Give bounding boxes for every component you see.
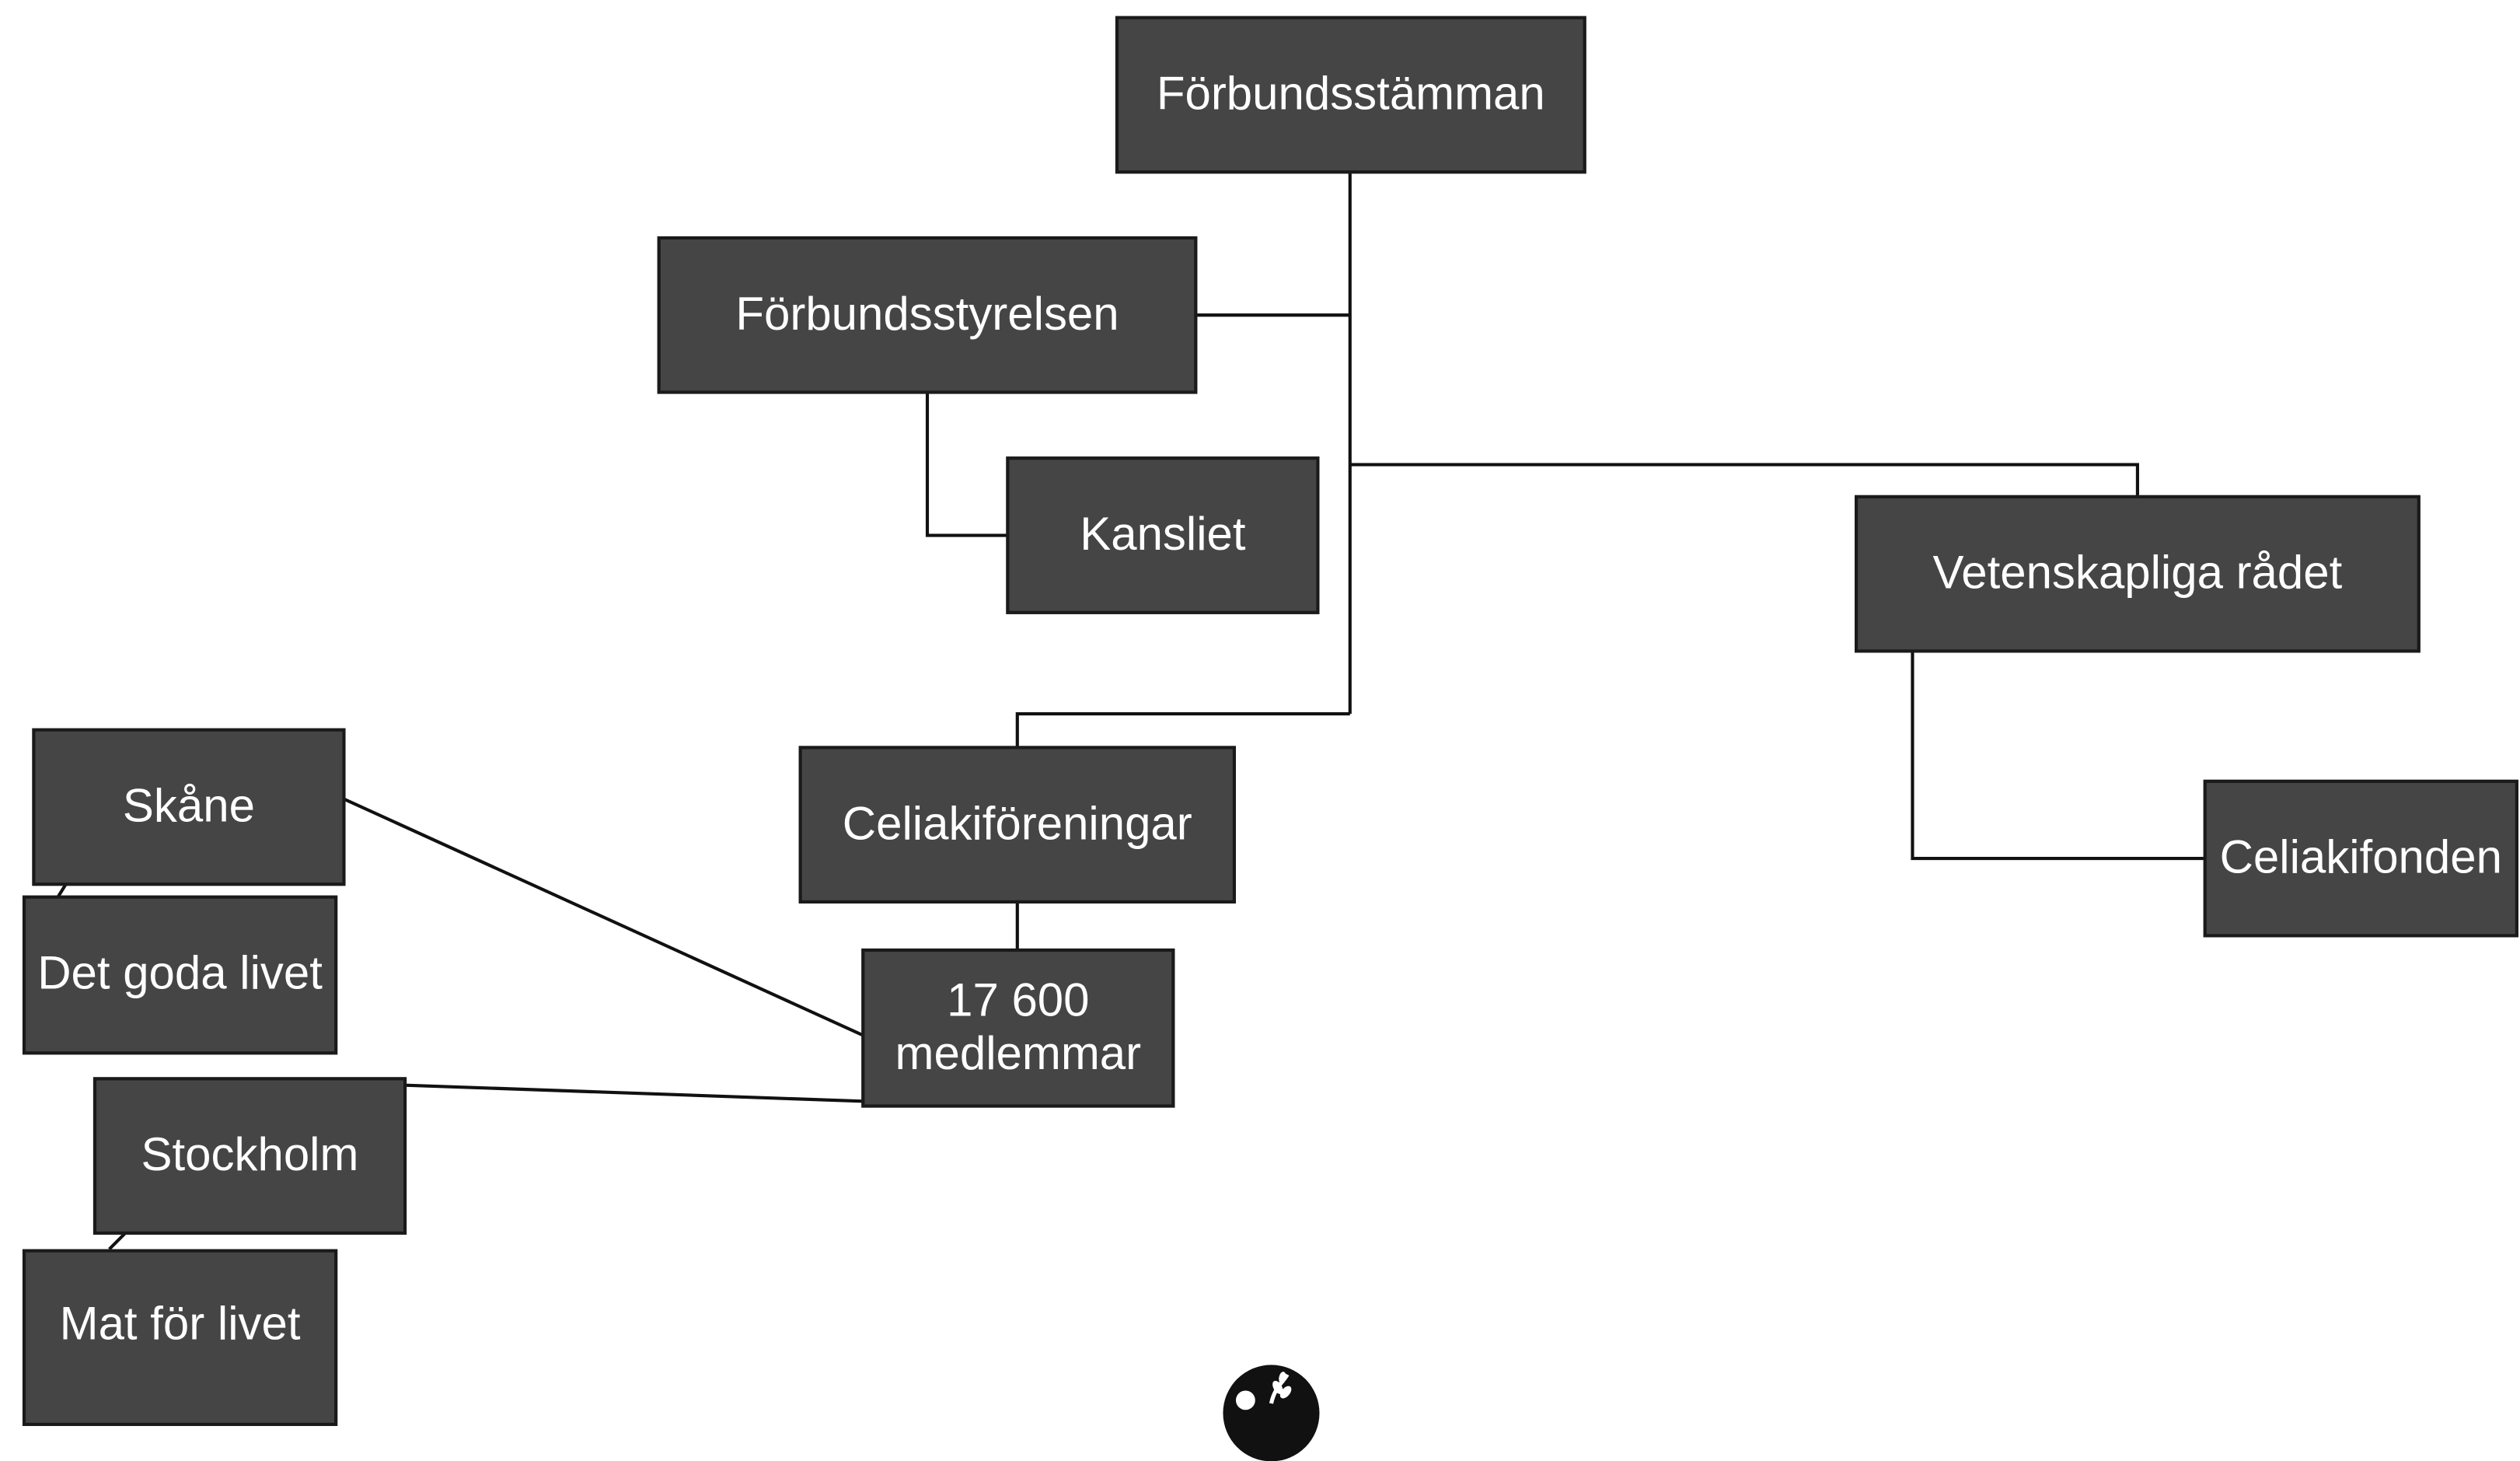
node-label: Skåne — [122, 780, 255, 832]
connector-det-goda-livet — [56, 883, 68, 898]
node-label-line-1: 17 600 — [947, 974, 1090, 1027]
org-chart-canvas: Förbundsstämman Förbundsstyrelsen Kansli… — [22, 16, 2518, 1461]
node-celiakiforeningar: Celiakiföreningar — [798, 746, 1236, 904]
node-label: Förbundsstyrelsen — [735, 288, 1119, 341]
node-label: Vetenskapliga rådet — [1932, 547, 2343, 599]
connector-skane — [343, 797, 864, 1037]
node-label: 17 600 medlemmar — [895, 975, 1142, 1081]
node-vetenskapliga-radet: Vetenskapliga rådet — [1855, 495, 2421, 653]
wheat-logo-icon — [1223, 1365, 1320, 1461]
connector-layer — [56, 172, 2205, 1250]
node-label: Stockholm — [141, 1129, 359, 1181]
connector-stockholm — [404, 1083, 864, 1103]
node-stockholm: Stockholm — [92, 1077, 407, 1235]
node-celiakifonden: Celiakifonden — [2203, 779, 2518, 938]
connector-vetenskapliga-radet — [1349, 463, 2139, 497]
node-medlemmar: 17 600 medlemmar — [861, 948, 1175, 1108]
connector-celiakifonden — [1911, 651, 2205, 861]
node-label: Det goda livet — [37, 948, 323, 1001]
node-forbundsstamman: Förbundsstämman — [1115, 16, 1586, 174]
node-label: Förbundsstämman — [1156, 68, 1545, 121]
connector-celiakiforeningar — [1015, 711, 1350, 748]
connector-mat-for-livet — [108, 1232, 127, 1250]
node-label: Mat för livet — [59, 1298, 301, 1351]
node-det-goda-livet: Det goda livet — [22, 895, 338, 1055]
node-skane: Skåne — [32, 728, 346, 886]
node-label: Celiakifonden — [2219, 831, 2502, 884]
node-forbundsstyrelsen: Förbundsstyrelsen — [657, 236, 1198, 394]
node-kansliet: Kansliet — [1006, 456, 1320, 614]
connector-kansliet — [925, 392, 1008, 537]
node-label: Celiakiföreningar — [842, 798, 1192, 850]
node-label: Kansliet — [1080, 509, 1246, 561]
node-mat-for-livet: Mat för livet — [22, 1249, 338, 1426]
node-label-line-2: medlemmar — [895, 1028, 1142, 1080]
